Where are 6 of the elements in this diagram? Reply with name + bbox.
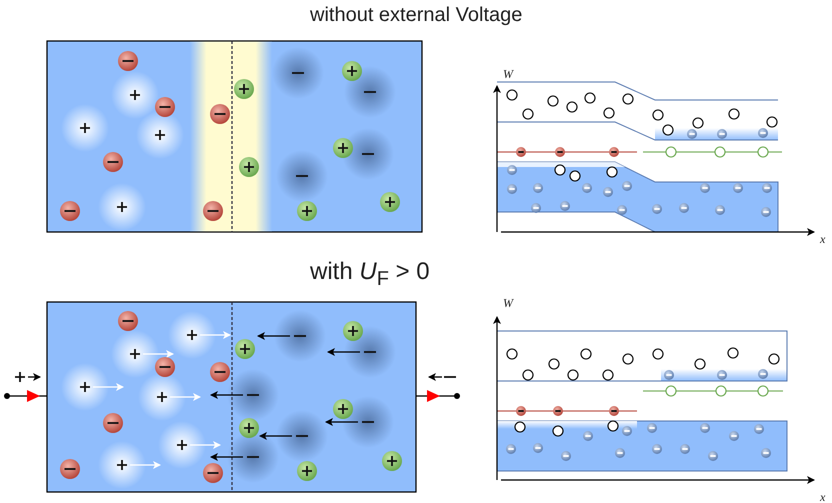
- axis-label: x: [820, 232, 826, 247]
- heading: without external Voltage: [310, 4, 522, 27]
- axis-label: W: [503, 296, 513, 311]
- heading: with U$_{F}$ > 0: [310, 258, 430, 291]
- axis-label: W: [503, 67, 513, 82]
- axis-label: x: [820, 490, 826, 503]
